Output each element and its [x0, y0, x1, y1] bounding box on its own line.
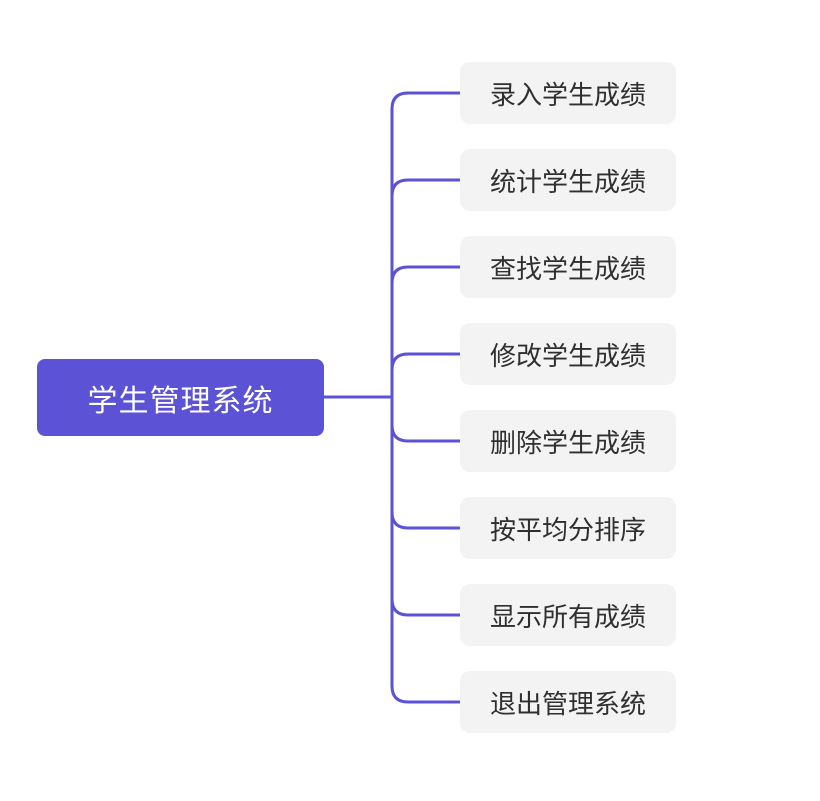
root-node[interactable]: 学生管理系统: [37, 359, 324, 436]
branch-connector-5: [390, 510, 462, 530]
child-node-statistics-scores[interactable]: 统计学生成绩: [460, 149, 676, 211]
child-node-label: 统计学生成绩: [489, 167, 646, 198]
child-node-label: 录入学生成绩: [489, 80, 646, 111]
child-node-sort-by-average[interactable]: 按平均分排序: [460, 497, 676, 559]
branch-connector-7: [390, 395, 462, 704]
branch-connector-2: [390, 265, 462, 285]
child-node-label: 查找学生成绩: [489, 254, 646, 285]
child-node-label: 删除学生成绩: [489, 428, 646, 459]
child-node-modify-scores[interactable]: 修改学生成绩: [460, 323, 676, 385]
branch-connector-4: [390, 423, 462, 443]
child-node-search-scores[interactable]: 查找学生成绩: [460, 236, 676, 298]
child-node-show-all-scores[interactable]: 显示所有成绩: [460, 584, 676, 646]
child-node-enter-scores[interactable]: 录入学生成绩: [460, 62, 676, 124]
child-node-label: 修改学生成绩: [489, 341, 646, 372]
child-node-label: 按平均分排序: [489, 515, 646, 546]
branch-connector-1: [390, 178, 462, 198]
child-node-delete-scores[interactable]: 删除学生成绩: [460, 410, 676, 472]
child-node-exit-system[interactable]: 退出管理系统: [460, 671, 676, 733]
child-node-label: 退出管理系统: [489, 689, 646, 720]
branch-connector-0: [390, 91, 462, 399]
child-node-label: 显示所有成绩: [489, 602, 646, 633]
root-node-label: 学生管理系统: [87, 383, 274, 419]
branch-connector-3: [390, 352, 462, 372]
branch-connector-6: [390, 597, 462, 617]
